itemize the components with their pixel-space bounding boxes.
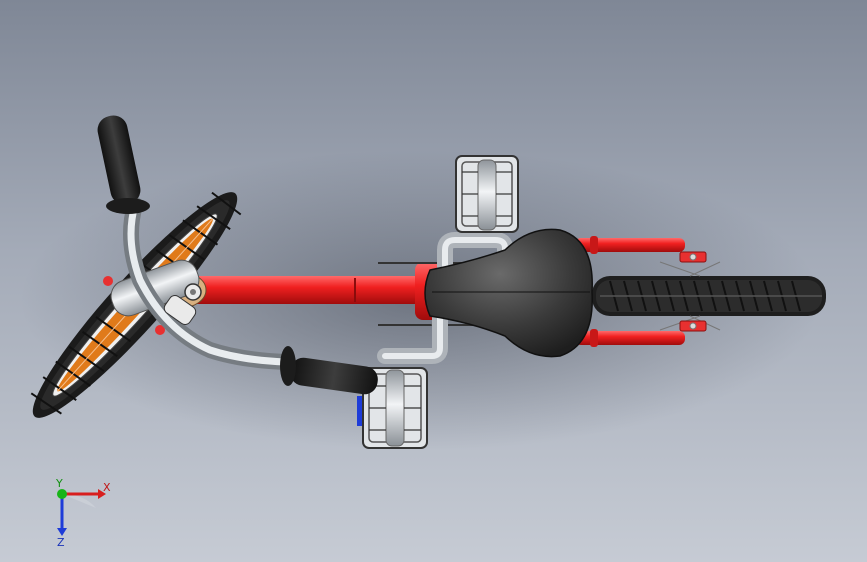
z-axis-arrow (57, 528, 67, 536)
z-axis-label: Z (57, 536, 65, 548)
rear-stays (575, 236, 685, 347)
crank-arm-upper (437, 232, 513, 274)
frame-down-tube (185, 276, 485, 304)
saddle[interactable] (424, 228, 593, 358)
x-axis-label: X (103, 481, 111, 494)
grip-right[interactable] (280, 346, 380, 396)
y-axis-label: Y (55, 478, 63, 490)
rear-hub (659, 251, 721, 332)
handlebar[interactable] (123, 197, 293, 370)
crank-arm-lower (377, 310, 448, 364)
x-axis-arrow (98, 489, 106, 499)
front-fork (103, 259, 207, 335)
pedal-lower[interactable] (357, 367, 428, 449)
y-axis-dot (57, 489, 67, 499)
orientation-triad: X Y Z (55, 478, 111, 548)
grip-left[interactable] (95, 113, 150, 214)
rear-wheel[interactable] (592, 276, 826, 316)
pedal-upper[interactable] (455, 155, 519, 233)
